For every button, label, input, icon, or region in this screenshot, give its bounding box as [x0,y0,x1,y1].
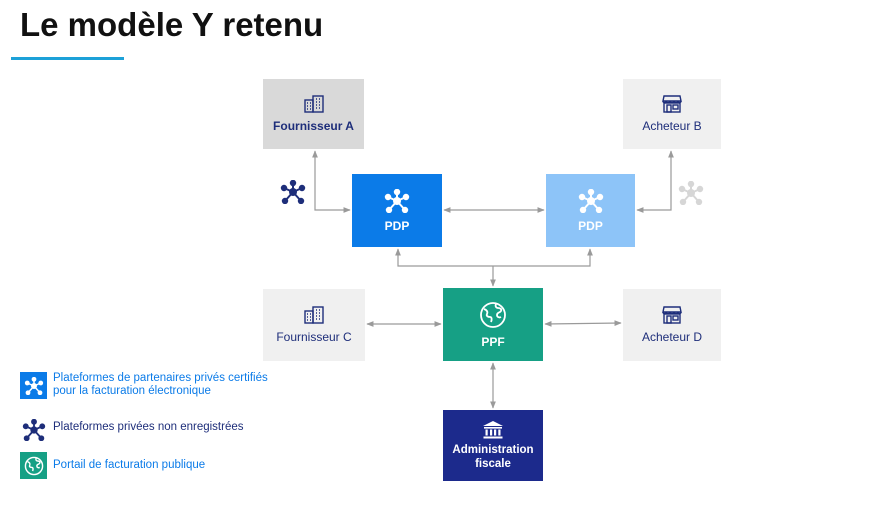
shop-icon [662,306,682,324]
node-label: Fournisseur C [276,330,352,344]
node-label: PPF [481,334,505,349]
network-hub-icon [24,376,43,395]
page-title: Le modèle Y retenu [20,6,324,43]
building-icon [303,95,324,113]
node-label: Acheteur B [642,119,702,133]
connector-pdp-left-down [395,248,593,267]
node-label: Fournisseur A [273,119,354,133]
legend-item-unregistered-platforms: Plateformes privées non enregistrées [20,416,244,443]
node-ppf: PPF [443,288,543,361]
node-label: PDP [384,218,410,233]
node-fournisseur-a: Fournisseur A [263,79,364,149]
shop-icon [662,95,682,113]
connector-ppf-ad [544,320,622,327]
network-hub-icon [678,181,704,205]
connector-ab-pdp [636,150,674,213]
legend-label: Plateformes de partenaires privés certif… [53,372,268,397]
network-hub-icon [280,180,306,204]
bank-icon [483,420,503,438]
node-pdp-right: PDP [546,174,635,247]
title-underline [11,57,124,60]
legend-swatch [20,416,47,443]
node-acheteur-b: Acheteur B [623,79,721,149]
legend-item-public-portal: Portail de facturation publique [20,452,205,479]
node-label: Administration fiscale [452,443,534,470]
node-fournisseur-c: Fournisseur C [263,289,365,361]
connector-fa-pdp [312,150,351,213]
node-acheteur-d: Acheteur D [623,289,721,361]
legend-label: Plateformes privées non enregistrées [53,421,244,433]
globe-icon [480,301,506,328]
legend-label: Portail de facturation publique [53,459,206,471]
node-pdp-left: PDP [352,174,442,247]
network-hub-icon [22,418,45,441]
globe-icon [24,456,43,475]
building-icon [304,306,324,324]
legend-item-certified-platforms: Plateformes de partenaires privés certif… [20,372,283,399]
legend-swatch [20,372,47,399]
node-label: PDP [578,218,603,233]
legend-swatch [20,452,47,479]
node-label: Acheteur D [641,330,703,344]
network-hub-icon [578,188,603,213]
network-hub-icon [384,188,410,213]
node-administration-fiscale: Administration fiscale [443,410,543,481]
